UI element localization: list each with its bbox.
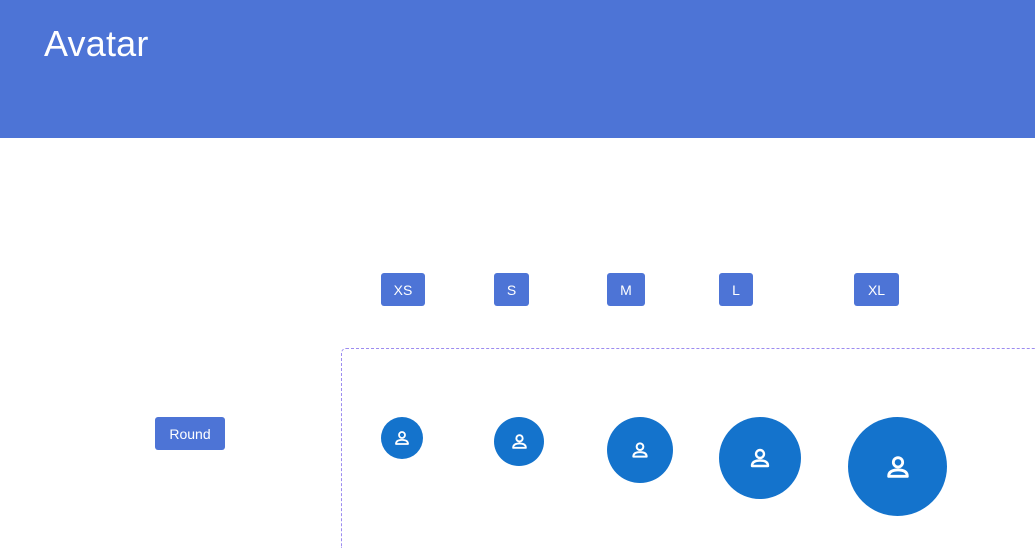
variants-frame [341,348,1035,548]
page-title: Avatar [44,23,149,64]
size-label-xs: XS [381,273,425,306]
user-icon [750,448,770,468]
user-icon [395,431,409,445]
size-label-xl: XL [854,273,899,306]
user-icon [886,455,909,478]
user-icon [511,434,527,449]
avatar-round-xl[interactable] [848,417,947,516]
page-header: Avatar [0,0,1035,138]
avatar-round-m[interactable] [607,417,673,483]
size-label-l: L [719,273,753,306]
avatar-round-s[interactable] [494,417,544,466]
user-icon [632,442,648,458]
size-label-s: S [494,273,529,306]
avatar-round-l[interactable] [719,417,801,499]
avatar-round-xs[interactable] [381,417,423,459]
size-label-m: M [607,273,645,306]
row-label-round: Round [155,417,225,450]
